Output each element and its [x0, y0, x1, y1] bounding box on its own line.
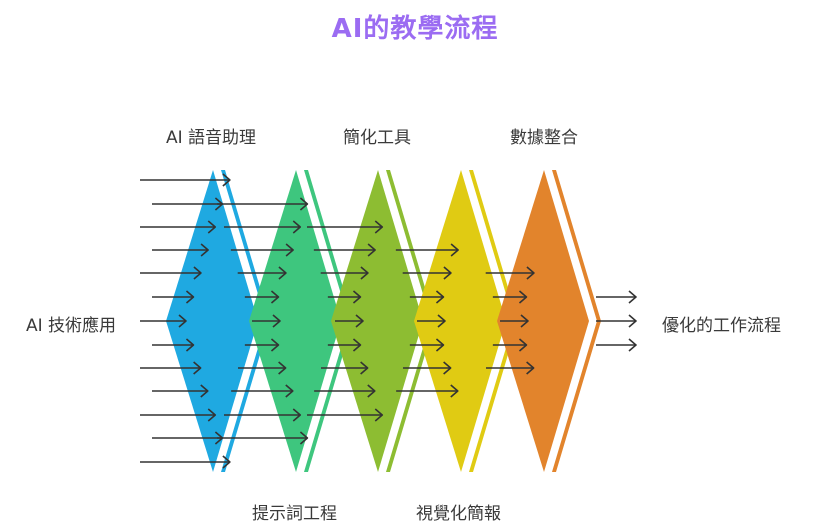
stage-arrow-3: [395, 243, 459, 257]
stage-chevron-3: [331, 170, 435, 472]
input-arrow: [152, 243, 209, 257]
stage-arrow-2: [306, 220, 384, 234]
stage-arrow-3: [402, 266, 452, 280]
stage-chevron-4: [414, 170, 518, 472]
stage-label-3: 簡化工具: [343, 128, 411, 148]
stage-chevron-1: [166, 170, 270, 472]
stage-arrow-1: [223, 220, 302, 234]
stage-arrow-1: [237, 361, 287, 375]
stage-arrow-4: [500, 314, 529, 328]
input-arrow: [140, 314, 187, 328]
input-arrow: [140, 455, 231, 469]
stage-label-2: 提示詞工程: [252, 504, 337, 524]
stage-arrow-3: [396, 384, 459, 398]
stage-label-5: 數據整合: [510, 128, 578, 148]
input-arrow: [140, 361, 202, 375]
input-arrow: [140, 220, 217, 234]
stage-arrow-2: [327, 338, 362, 352]
stage-arrow-1: [244, 290, 280, 304]
stage-arrow-1: [231, 384, 294, 398]
stage-arrow-3: [402, 361, 452, 375]
stage-arrow-1: [223, 408, 302, 422]
input-arrow: [152, 384, 209, 398]
stage-arrow-3: [417, 314, 446, 328]
stage-chevron-2: [249, 170, 353, 472]
stage-arrow-1: [217, 431, 309, 445]
stage-arrow-1: [237, 266, 287, 280]
stage-arrow-2: [306, 408, 384, 422]
stage-arrow-1: [217, 197, 309, 211]
input-arrow: [140, 173, 231, 187]
stage-arrow-2: [335, 314, 364, 328]
stage-arrow-2: [320, 266, 369, 280]
stage-arrow-1: [230, 243, 294, 257]
output-arrow: [596, 314, 637, 328]
stage-arrow-2: [314, 384, 376, 398]
stage-arrow-1: [244, 338, 280, 352]
stage-arrow-3: [409, 338, 445, 352]
input-arrow: [152, 338, 195, 352]
stage-arrow-1: [252, 314, 281, 328]
stage-arrow-2: [313, 243, 376, 257]
input-label: AI 技術應用: [26, 316, 117, 336]
stage-label-4: 視覺化簡報: [416, 504, 501, 524]
input-arrow: [140, 408, 217, 422]
output-arrow: [596, 338, 637, 352]
stage-arrow-4: [485, 266, 535, 280]
output-label: 優化的工作流程: [662, 316, 781, 336]
input-arrow: [152, 290, 195, 304]
stage-arrow-4: [485, 361, 535, 375]
input-arrow: [140, 266, 202, 280]
stage-arrow-4: [492, 338, 528, 352]
output-arrow: [596, 290, 637, 304]
stage-chevron-5: [497, 170, 601, 472]
stage-arrow-2: [327, 290, 362, 304]
stage-label-1: AI 語音助理: [166, 128, 257, 148]
page-title: AI的教學流程: [331, 14, 499, 44]
stage-arrow-3: [409, 290, 445, 304]
stage-arrow-2: [320, 361, 369, 375]
stage-arrow-4: [492, 290, 528, 304]
